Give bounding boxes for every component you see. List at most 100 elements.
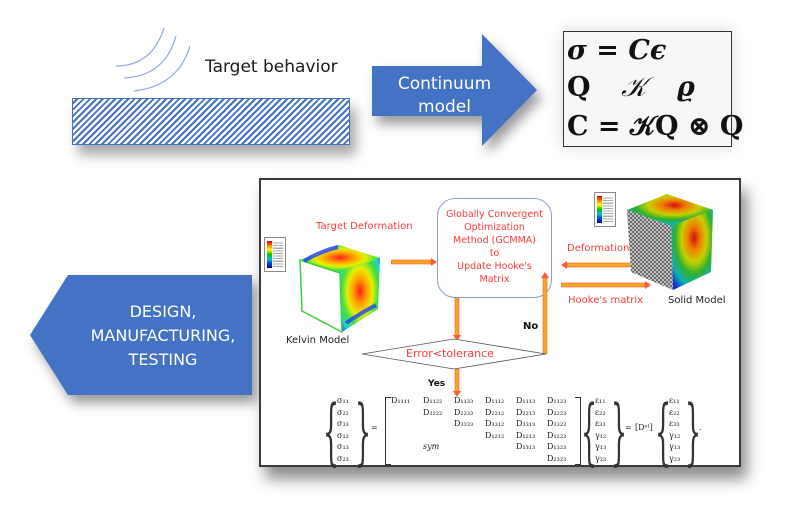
d-col-1: D₁₁₁₁ bbox=[391, 395, 410, 464]
equation-symbols: Q 𝒦 ϱ bbox=[567, 73, 695, 103]
stiffness-component: D₂₂₂₃ bbox=[547, 407, 567, 417]
stress-component: σ₃₃ bbox=[337, 419, 349, 428]
stiffness-component: D₁₃₂₃ bbox=[547, 442, 567, 451]
stiffness-component bbox=[454, 453, 473, 465]
equals-sign-2: = bbox=[625, 423, 632, 432]
arrow-yes bbox=[453, 369, 461, 397]
stiffness-component bbox=[391, 441, 410, 453]
strain-component: γ₂₃ bbox=[669, 453, 681, 463]
dmt-line1: DESIGN, bbox=[129, 302, 197, 321]
eps2-brace-left: { bbox=[655, 389, 672, 473]
stiffness-component: D₂₂₁₃ bbox=[516, 407, 536, 417]
d-col-2: D₁₁₂₂ D₂₂₂₂ sym bbox=[423, 395, 442, 464]
strain-component: ε₁₁ bbox=[669, 396, 680, 405]
solid-cube-image bbox=[627, 194, 713, 290]
stiffness-component: D₁₁₁₃ bbox=[516, 396, 536, 405]
stiffness-component bbox=[391, 407, 410, 419]
stiffness-component bbox=[391, 430, 410, 442]
strain-component: ε₂₂ bbox=[669, 407, 680, 417]
stiffness-component bbox=[423, 430, 442, 442]
strain-component: ε₃₃ bbox=[669, 419, 680, 428]
solid-model-label: Solid Model bbox=[668, 295, 726, 306]
stiffness-component: D₃₃₂₃ bbox=[547, 419, 567, 428]
dmt-line2: MANUFACTURING, bbox=[90, 326, 236, 345]
strain-vector-2: ε₁₁ ε₂₂ ε₃₃ γ₁₂ γ₁₃ γ₂₃ bbox=[669, 395, 680, 464]
no-label: No bbox=[523, 321, 539, 332]
gcmma-line-6: Matrix bbox=[479, 274, 510, 285]
stress-component: σ₁₃ bbox=[337, 442, 349, 451]
optimization-panel: Target Deformation Kelvin Model Globally… bbox=[259, 178, 741, 467]
stiffness-component: D₁₂₁₃ bbox=[516, 430, 536, 440]
stiffness-component: D₂₃₂₃ bbox=[547, 453, 567, 463]
eps2-brace-right: } bbox=[685, 389, 702, 473]
d-el-symbol: [Dᵉˡ] bbox=[635, 423, 653, 432]
continuum-model-line1: Continuum bbox=[397, 74, 492, 94]
kelvin-color-legend bbox=[264, 237, 286, 272]
eps-brace-right: } bbox=[611, 389, 628, 473]
stiffness-component: D₁₃₁₃ bbox=[516, 442, 536, 451]
stiffness-component: D₁₂₁₂ bbox=[485, 430, 505, 440]
strain-component: ε₂₂ bbox=[595, 407, 606, 417]
stiffness-component bbox=[423, 418, 442, 430]
design-manufacturing-testing-arrow bbox=[30, 275, 252, 395]
arrow-no-loop bbox=[541, 272, 549, 354]
strain-vector: ε₁₁ ε₂₂ ε₃₃ γ₁₂ γ₁₃ γ₂₃ bbox=[595, 395, 606, 464]
stiffness-component bbox=[454, 441, 473, 453]
gcmma-line-1: Globally Convergent bbox=[446, 209, 543, 220]
stiffness-component: D₁₁₂₂ bbox=[423, 396, 443, 405]
strain-component: γ₁₃ bbox=[669, 442, 681, 451]
stiffness-component bbox=[485, 453, 504, 465]
strain-component: γ₁₂ bbox=[669, 430, 681, 440]
stiffness-component bbox=[516, 453, 535, 465]
gcmma-line-3: Method (GCMMA) bbox=[453, 235, 536, 246]
stiffness-component bbox=[485, 441, 504, 453]
target-behavior-label: Target behavior bbox=[205, 57, 338, 77]
stiffness-component: D₁₂₂₃ bbox=[547, 430, 567, 440]
stiffness-component: D₁₁₂₃ bbox=[547, 396, 567, 405]
stiffness-component: D₁₁₁₁ bbox=[391, 396, 411, 405]
strain-component: ε₁₁ bbox=[595, 396, 606, 405]
symbol-kappa: 𝒦 bbox=[621, 72, 647, 103]
yes-label: Yes bbox=[428, 379, 446, 389]
arrow-deformation bbox=[561, 261, 643, 269]
equations-box: σ = Cϵ Q 𝒦 ϱ C = 𝒦Q ⊗ Q bbox=[563, 31, 743, 147]
strain-component: ε₃₃ bbox=[595, 419, 606, 428]
d-col-4: D₁₁₁₂ D₂₂₁₂ D₃₃₁₂ D₁₂₁₂ bbox=[485, 395, 504, 464]
stiffness-component: D₁₁₃₃ bbox=[454, 396, 474, 405]
equation-stress-strain: σ = Cϵ bbox=[567, 35, 667, 66]
stiffness-component: sym bbox=[423, 442, 440, 451]
gcmma-line-2: Optimization bbox=[464, 222, 525, 233]
strain-component: γ₁₃ bbox=[595, 442, 607, 451]
strain-component: γ₂₃ bbox=[595, 453, 607, 463]
d-matrix-bracket-right bbox=[575, 397, 581, 465]
deformation-label: Deformation bbox=[567, 243, 630, 254]
strain-component: γ₁₂ bbox=[595, 430, 607, 440]
stiffness-component bbox=[454, 430, 473, 442]
continuum-model-line2: model bbox=[418, 97, 471, 117]
stiffness-component bbox=[391, 453, 410, 465]
wave-lines-icon bbox=[115, 28, 190, 92]
eps-brace-left: { bbox=[581, 389, 598, 473]
gcmma-box: Globally Convergent Optimization Method … bbox=[437, 198, 552, 298]
stiffness-component bbox=[423, 453, 442, 465]
hatched-beam bbox=[72, 98, 350, 145]
stress-component: σ₂₂ bbox=[337, 407, 349, 417]
period: . bbox=[699, 423, 702, 432]
decision-label: Error<tolerance bbox=[406, 347, 494, 360]
stiffness-component: D₂₂₃₃ bbox=[454, 407, 474, 417]
stiffness-component: D₃₃₁₂ bbox=[485, 419, 505, 428]
stiffness-component: D₁₁₁₂ bbox=[485, 396, 505, 405]
decision-diamond bbox=[362, 338, 547, 370]
continuum-model-label: Continuum model bbox=[387, 73, 502, 119]
stiffness-component: D₂₂₂₂ bbox=[423, 407, 443, 417]
stiffness-component: D₂₂₁₂ bbox=[485, 407, 505, 417]
arrow-hookes-matrix bbox=[561, 281, 651, 289]
hookes-matrix-label: Hooke's matrix bbox=[568, 295, 644, 306]
equals-sign: = bbox=[371, 423, 378, 432]
stress-component: σ₂₃ bbox=[337, 453, 349, 463]
symbol-q: Q bbox=[567, 72, 591, 103]
arrow-to-decision bbox=[453, 298, 461, 341]
